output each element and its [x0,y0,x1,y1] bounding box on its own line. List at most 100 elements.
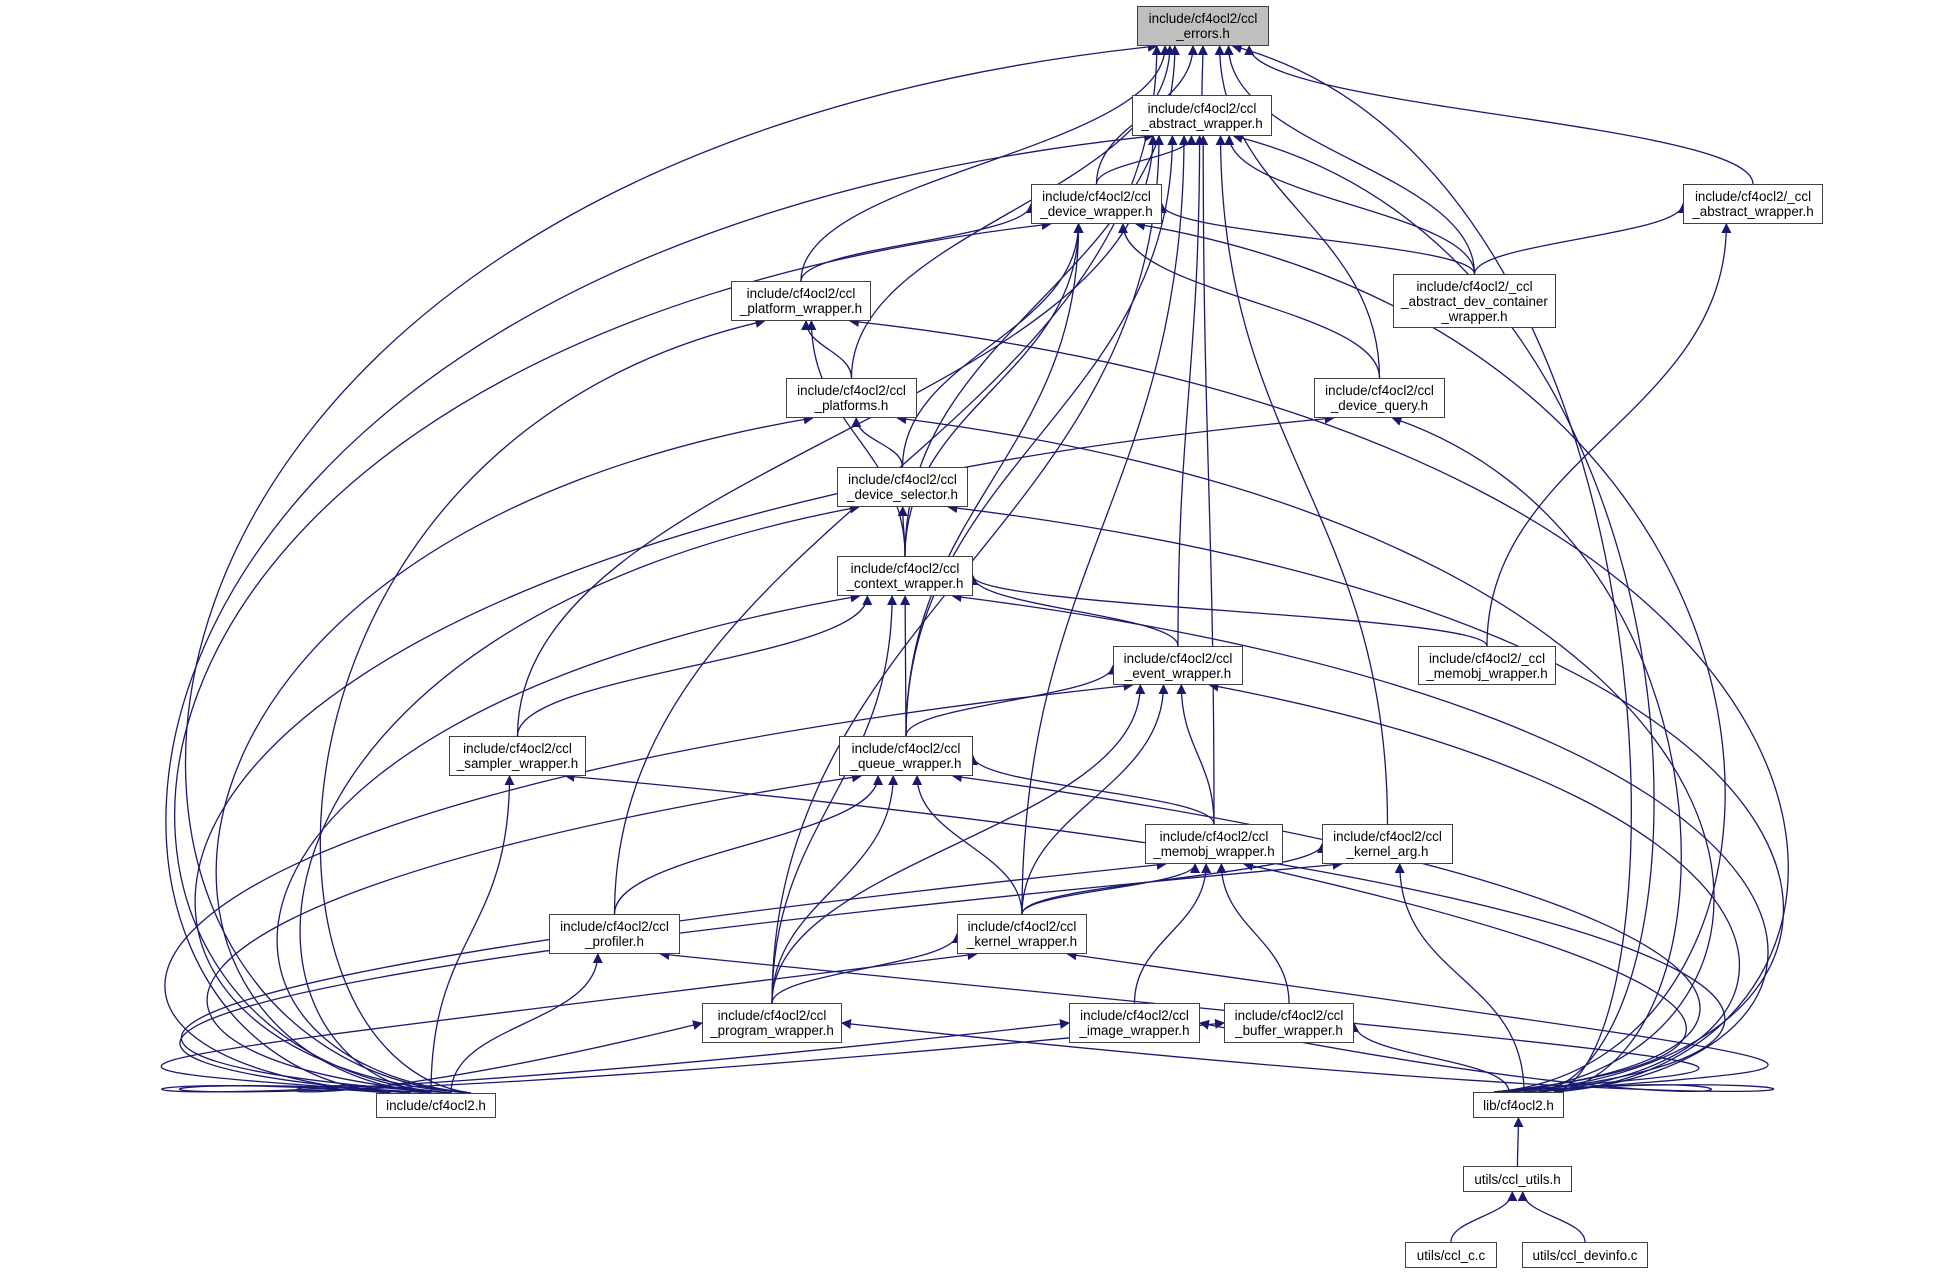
edge-include-cf4ocl2-to-event-wrapper [164,680,1134,1094]
graph-node-include-cf4ocl2[interactable]: include/cf4ocl2.h [376,1093,496,1118]
node-label-line: include/cf4ocl2/ccl [1234,1008,1344,1023]
edge-include-cf4ocl2-to-profiler [450,953,603,1094]
graph-node-device-selector[interactable]: include/cf4ocl2/ccl_device_selector.h [837,467,968,507]
graph-node-u-abstract-wrapper[interactable]: include/cf4ocl2/_ccl_abstract_wrapper.h [1683,184,1823,224]
edge-abstract-wrapper-to-errors [1197,45,1208,96]
edge-lib-cf4ocl2-to-device-query [1391,416,1682,1093]
edge-lib-cf4ocl2-to-platform-wrapper [849,317,1789,1093]
edge-sampler-wrapper-to-abstract-wrapper [516,135,1158,737]
edge-event-wrapper-to-context-wrapper [968,575,1179,647]
graph-node-kernel-arg[interactable]: include/cf4ocl2/ccl_kernel_arg.h [1322,824,1453,864]
edge-u-memobj-wrapper-to-u-abstract-wrapper [1486,223,1732,647]
edge-include-cf4ocl2-to-queue-wrapper [206,772,863,1094]
edge-include-cf4ocl2-to-program-wrapper [294,1020,703,1094]
node-label-line: include/cf4ocl2/ccl [560,919,669,934]
node-label-line: include/cf4ocl2/_ccl [1416,278,1533,294]
edge-lib-cf4ocl2-to-buffer-wrapper [1349,1022,1510,1093]
node-label-line: include/cf4ocl2/_ccl [1694,189,1812,204]
node-label-line: include/cf4ocl2/ccl [463,741,572,756]
edge-device-wrapper-to-abstract-wrapper [1095,135,1197,185]
graph-node-u-memobj-wrapper[interactable]: include/cf4ocl2/_ccl_memobj_wrapper.h [1418,646,1556,685]
edge-kernel-wrapper-to-kernel-arg [1021,843,1327,915]
edge-u-memobj-wrapper-to-context-wrapper [968,575,1488,647]
node-label-line: _abstract_wrapper.h [1141,115,1263,131]
node-label-line: include/cf4ocl2/ccl [746,286,856,301]
node-label-line: include/cf4ocl2/ccl [1148,11,1258,26]
edge-platform-wrapper-to-device-wrapper [800,203,1036,282]
edge-device-query-to-device-wrapper [1118,223,1381,379]
node-label-line: _kernel_arg.h [1346,844,1429,859]
edge-memobj-wrapper-to-queue-wrapper [968,755,1215,825]
edge-ccl-devinfo-to-ccl-utils [1517,1191,1586,1243]
edge-platforms-to-platform-wrapper [801,320,853,379]
graph-node-device-query[interactable]: include/cf4ocl2/ccl_device_query.h [1314,378,1445,418]
edge-image-wrapper-to-memobj-wrapper [1133,863,1212,1004]
node-label-line: include/cf4ocl2/ccl [1333,829,1442,844]
edge-kernel-wrapper-to-queue-wrapper [912,775,1023,915]
graph-node-kernel-wrapper[interactable]: include/cf4ocl2/ccl_kernel_wrapper.h [957,914,1087,954]
edge-lib-cf4ocl2-to-sampler-wrapper [564,771,1726,1093]
edge-include-cf4ocl2-to-image-wrapper [161,1019,1070,1094]
node-label-line: _abstract_dev_container [1401,293,1548,309]
node-label-line: _platform_wrapper.h [739,301,863,316]
edge-kernel-wrapper-to-abstract-wrapper [1021,135,1189,915]
edge-program-wrapper-to-queue-wrapper [771,775,899,1004]
edge-lib-cf4ocl2-to-event-wrapper [1208,681,1740,1093]
edge-include-cf4ocl2-to-buffer-wrapper [179,1018,1225,1094]
graph-node-platforms[interactable]: include/cf4ocl2/ccl_platforms.h [786,378,917,418]
node-label-line: include/cf4ocl2/ccl [1042,189,1151,204]
node-label-line: include/cf4ocl2/ccl [1123,650,1233,666]
node-label-line: _errors.h [1176,26,1230,41]
edge-context-wrapper-to-platform-wrapper [806,320,906,557]
node-label-line: _program_wrapper.h [710,1023,834,1038]
edge-kernel-wrapper-to-memobj-wrapper [1021,863,1201,915]
graph-node-ccl-c[interactable]: utils/ccl_c.c [1405,1242,1497,1268]
node-label-line: include/cf4ocl2/ccl [1159,829,1269,844]
edge-include-cf4ocl2-to-device-query [194,413,1335,1094]
graph-node-queue-wrapper[interactable]: include/cf4ocl2/ccl_queue_wrapper.h [839,736,973,776]
edge-lib-cf4ocl2-to-device-selector [947,503,1784,1093]
graph-node-memobj-wrapper[interactable]: include/cf4ocl2/ccl_memobj_wrapper.h [1145,824,1283,864]
node-label-line: include/cf4ocl2/ccl [967,919,1077,934]
edge-kernel-arg-to-abstract-wrapper [1215,135,1389,825]
node-label-line: _wrapper.h [1441,308,1508,324]
graph-node-sampler-wrapper[interactable]: include/cf4ocl2/ccl_sampler_wrapper.h [449,736,586,776]
graph-node-abstract-wrapper[interactable]: include/cf4ocl2/ccl_abstract_wrapper.h [1132,95,1272,136]
edge-lib-cf4ocl2-to-queue-wrapper [951,772,1701,1093]
graph-node-ccl-utils[interactable]: utils/ccl_utils.h [1463,1166,1572,1192]
edge-buffer-wrapper-to-memobj-wrapper [1216,863,1290,1004]
edge-lib-cf4ocl2-to-profiler [659,949,1700,1093]
edge-ccl-utils-to-lib-cf4ocl2 [1513,1117,1524,1167]
edge-queue-wrapper-to-context-wrapper [900,595,911,737]
edge-lib-cf4ocl2-to-kernel-wrapper [1066,950,1769,1093]
edge-u-abstract-dev-container-to-device-wrapper [1157,203,1476,275]
node-label-line: include/cf4ocl2/ccl [1147,100,1257,116]
graph-node-image-wrapper[interactable]: include/cf4ocl2/ccl_image_wrapper.h [1069,1003,1200,1043]
edge-lib-cf4ocl2-to-context-wrapper [951,592,1769,1093]
graph-node-program-wrapper[interactable]: include/cf4ocl2/ccl_program_wrapper.h [702,1003,842,1043]
graph-node-profiler[interactable]: include/cf4ocl2/ccl_profiler.h [549,914,680,954]
graph-node-device-wrapper[interactable]: include/cf4ocl2/ccl_device_wrapper.h [1031,184,1162,224]
edge-queue-wrapper-to-device-wrapper [905,223,1084,737]
node-label-line: _image_wrapper.h [1079,1023,1190,1038]
node-label-line: _kernel_wrapper.h [966,934,1078,949]
graph-node-event-wrapper[interactable]: include/cf4ocl2/ccl_event_wrapper.h [1113,646,1243,685]
node-label-line: include/cf4ocl2/ccl [797,383,906,398]
edge-profiler-to-queue-wrapper [613,775,884,915]
node-label-line: _queue_wrapper.h [850,756,962,771]
node-label-line: _memobj_wrapper.h [1426,665,1548,681]
graph-node-lib-cf4ocl2[interactable]: lib/cf4ocl2.h [1473,1092,1564,1118]
graph-node-buffer-wrapper[interactable]: include/cf4ocl2/ccl_buffer_wrapper.h [1224,1003,1354,1043]
edge-u-abstract-dev-container-to-abstract-wrapper [1224,135,1476,275]
graph-node-platform-wrapper[interactable]: include/cf4ocl2/ccl_platform_wrapper.h [731,281,871,321]
edge-platform-wrapper-to-errors [800,45,1171,282]
graph-node-ccl-devinfo[interactable]: utils/ccl_devinfo.c [1522,1242,1648,1268]
graph-node-context-wrapper[interactable]: include/cf4ocl2/ccl_context_wrapper.h [837,556,973,596]
node-label-line: _abstract_wrapper.h [1692,204,1814,219]
edge-sampler-wrapper-to-context-wrapper [516,595,873,737]
node-label-line: utils/ccl_c.c [1416,1247,1486,1263]
node-label-line: include/cf4ocl2/ccl [1325,383,1434,398]
graph-node-u-abstract-dev-container[interactable]: include/cf4ocl2/_ccl_abstract_dev_contai… [1393,274,1556,328]
